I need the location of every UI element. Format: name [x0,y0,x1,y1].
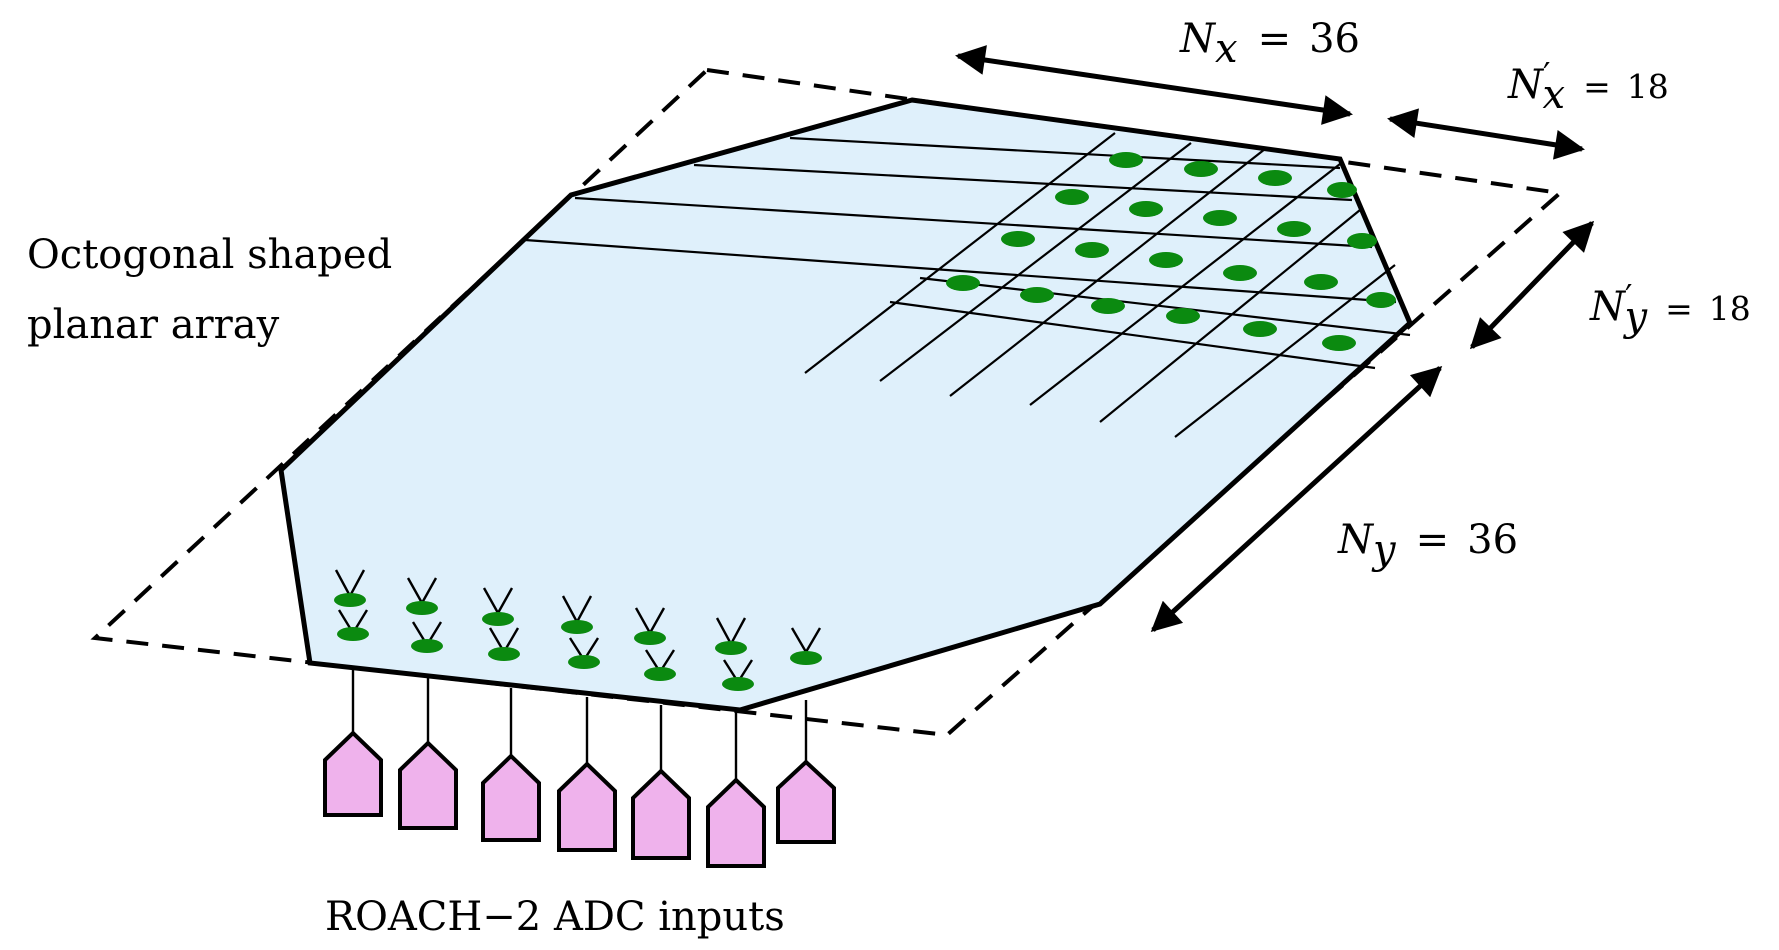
nyp-label: N′y=18 [1589,277,1751,340]
ny-arrow [1150,365,1443,633]
adc-input-6 [706,777,766,868]
nxp-label: N′x=18 [1507,55,1669,118]
dashed-full-aperture-outline [90,67,1565,738]
adc-input-1 [323,730,383,817]
element-grid [524,132,1411,438]
grid-antenna-elements [946,152,1396,351]
nxp-arrow [1387,108,1585,160]
adc-feed-lines [351,670,808,780]
nx-label: Nx=36 [1179,16,1360,72]
adc-input-3 [481,753,541,842]
ny-label: Ny=36 [1337,517,1518,573]
octagon-plane [278,97,1413,713]
adc-input-2 [398,740,458,830]
adc-input-4 [557,761,617,852]
edge-element-dots [334,593,822,691]
nyp-arrow [1469,220,1595,350]
array-title-line2: planar array [27,302,280,348]
array-title-line1: Octogonal shaped [27,232,392,278]
adc-inputs-label: ROACH−2 ADC inputs [325,894,785,940]
adc-input-7 [776,759,836,844]
adc-input-5 [631,768,691,860]
nx-arrow [955,45,1353,125]
adc-inputs [323,730,836,868]
